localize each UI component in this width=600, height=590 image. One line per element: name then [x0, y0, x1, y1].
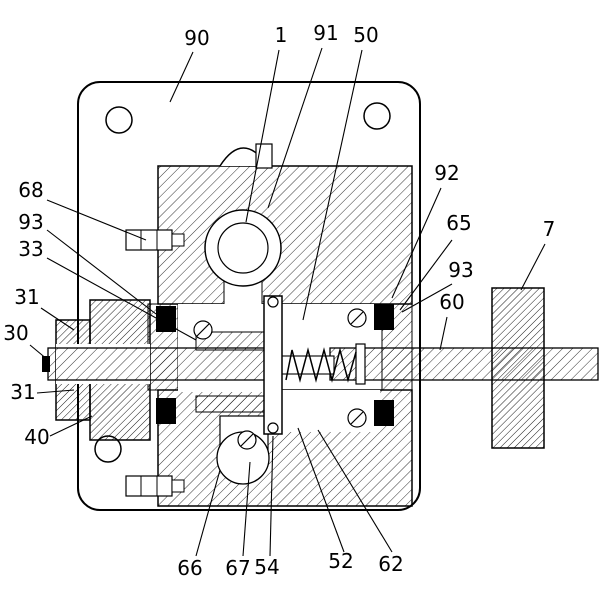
hex-bolt-lower: [125, 475, 185, 497]
hex-bolt-upper: [125, 229, 185, 251]
bore-clear-upper-right: [282, 304, 380, 344]
ref-label-50: 50: [353, 23, 378, 47]
ref-label-90: 90: [184, 26, 209, 50]
leader-31-upper: [40, 307, 75, 331]
ref-label-33: 33: [18, 237, 43, 261]
fork-arm-lower: [195, 395, 267, 413]
leader-92: [391, 187, 442, 299]
bore-clear-lower-right: [282, 390, 380, 432]
ref-label-65: 65: [446, 211, 471, 235]
leader-90: [169, 51, 194, 103]
ref-label-31-upper: 31: [14, 285, 39, 309]
leader-60: [439, 316, 448, 351]
leader-68: [46, 199, 147, 241]
seal-lower-left: [156, 398, 176, 424]
leader-lines: [29, 47, 546, 557]
seal-upper-left: [156, 306, 176, 332]
leader-67: [242, 461, 251, 557]
rod-tip: [42, 356, 50, 372]
ref-label-1: 1: [275, 23, 288, 47]
ref-label-7: 7: [543, 217, 556, 241]
bottom-piston: [216, 415, 270, 485]
seal-lower-right: [374, 400, 394, 426]
seal-upper-right: [374, 304, 394, 330]
spring-seat: [355, 343, 366, 385]
push-rod: [47, 347, 271, 381]
leader-93-left: [46, 229, 157, 315]
shaft-assembly: [42, 347, 599, 381]
leader-1: [245, 49, 280, 223]
ref-label-92: 92: [434, 161, 459, 185]
leader-7: [520, 243, 546, 291]
bearing-bore: [204, 209, 282, 307]
leader-66: [195, 469, 221, 557]
leader-31-lower: [36, 389, 75, 394]
leader-40: [49, 415, 93, 437]
ref-label-52: 52: [328, 549, 353, 573]
ref-label-31-lower: 31: [10, 380, 35, 404]
ref-label-66: 66: [177, 556, 202, 580]
ref-label-68: 68: [18, 178, 43, 202]
leader-54: [269, 435, 274, 557]
ref-label-93-right: 93: [448, 258, 473, 282]
ref-label-67: 67: [225, 556, 250, 580]
leader-62: [317, 429, 393, 553]
reference-numerals: 90 1 91 50 92 65 93 60 7 68 93 33 31 30 …: [3, 21, 555, 580]
bolt-hole-top-right: [363, 102, 391, 130]
leader-33: [46, 257, 197, 341]
leader-65: [399, 239, 453, 311]
leader-93-right: [401, 283, 453, 313]
ref-label-40: 40: [24, 425, 49, 449]
slotted-screws: [193, 308, 367, 450]
bolt-hole-top-left: [105, 106, 133, 134]
output-shaft: [329, 347, 599, 381]
ref-label-62: 62: [378, 552, 403, 576]
ref-label-91: 91: [313, 21, 338, 45]
coil-spring: [285, 347, 357, 383]
ref-label-93-left: 93: [18, 210, 43, 234]
ref-label-60: 60: [439, 290, 464, 314]
ref-label-30: 30: [3, 321, 28, 345]
leader-91: [267, 47, 323, 209]
valve-disc: [263, 295, 283, 435]
leader-50: [302, 49, 363, 321]
ref-label-54: 54: [254, 555, 279, 579]
leader-52: [297, 427, 345, 553]
leader-30: [29, 344, 49, 361]
